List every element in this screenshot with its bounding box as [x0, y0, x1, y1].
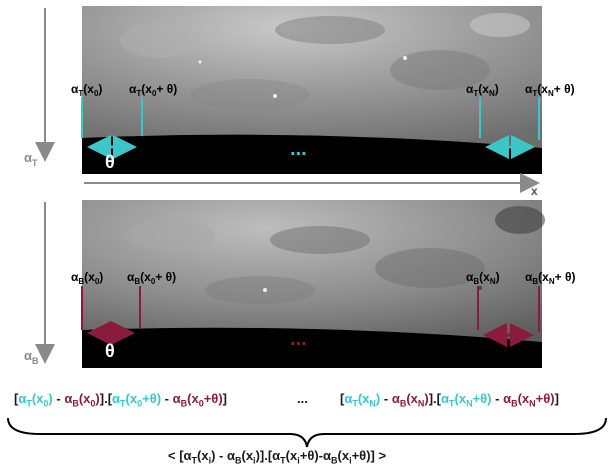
top-markers — [81, 97, 540, 159]
label-at-x0-theta: αT(x0+ θ) — [129, 82, 177, 98]
alpha-top-axis-label: αT — [24, 150, 38, 168]
bottom-theta-label: θ — [105, 341, 115, 361]
label-at-xn-theta: αT(xN+ θ) — [525, 82, 575, 98]
x-axis-label: x — [531, 184, 538, 198]
summation-brace — [7, 417, 607, 448]
bottom-markers — [81, 286, 540, 347]
top-moon-image — [82, 6, 542, 174]
top-dots: ... — [290, 138, 307, 160]
alpha-bottom-axis-label: αB — [24, 348, 39, 366]
equation-term-x0: [αT(x0) - αB(x0)].[αT(x0+θ) - αB(x0+θ)] — [14, 391, 227, 409]
top-theta-label: θ — [105, 152, 115, 172]
label-ab-xn-theta: αB(xN+ θ) — [525, 270, 575, 286]
label-ab-x0-theta: αB(x0+ θ) — [127, 270, 176, 286]
label-at-xn: αT(xN) — [466, 82, 499, 98]
equation-ellipsis: ... — [297, 391, 308, 406]
label-ab-xn: αB(xN) — [466, 270, 500, 286]
bottom-moon-image — [82, 200, 545, 368]
average-correlation-expression: < [αT(xi) - αB(xi)].[αT(xi+θ)-αB(xi+θ)] … — [168, 448, 387, 466]
bottom-dots: ... — [290, 328, 307, 350]
equation-term-xn: [αT(xN) - αB(xN)].[αT(xN+θ) - αB(xN+θ)] — [340, 391, 559, 409]
label-at-x0: αT(x0) — [71, 82, 102, 98]
label-ab-x0: αB(x0) — [71, 270, 103, 286]
